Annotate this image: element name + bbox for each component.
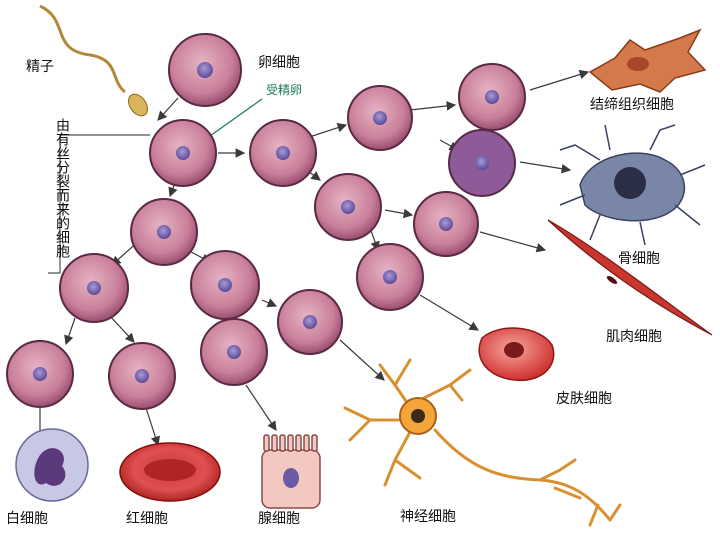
nerve-cell-label: 神经细胞 — [400, 509, 456, 525]
gland-cell-label: 腺细胞 — [258, 511, 300, 527]
mitosis-cell — [130, 198, 198, 266]
skin-cell-label: 皮肤细胞 — [556, 391, 612, 407]
mitosis-cell — [458, 63, 526, 131]
stem-cells — [6, 33, 526, 410]
connective-tissue-label: 结缔组织细胞 — [590, 97, 674, 113]
sperm-label: 精子 — [26, 59, 54, 75]
mitosis-cells-label: 由有丝分裂而来的细胞 — [54, 118, 70, 258]
bone-cell-label: 骨细胞 — [618, 251, 660, 267]
muscle-cell — [547, 219, 713, 336]
mitosis-cell — [59, 253, 129, 323]
mitosis-cell — [277, 289, 343, 355]
mitosis-cell — [200, 318, 268, 386]
mitosis-cell — [356, 243, 424, 311]
connective-tissue-cell — [588, 28, 707, 93]
bone-cell — [559, 124, 706, 246]
sperm-illustration — [39, 4, 149, 117]
egg-cell — [168, 33, 242, 107]
white-blood-cell-label: 白细胞 — [6, 511, 48, 527]
red-blood-cell-label: 红细胞 — [126, 511, 168, 527]
mitosis-cell — [413, 191, 479, 257]
mitosis-cell — [347, 85, 413, 151]
arrows — [35, 69, 590, 447]
muscle-cell-label: 肌肉细胞 — [606, 329, 662, 345]
fertilized-egg-cell — [149, 119, 217, 187]
mitosis-cell — [314, 173, 382, 241]
fertilized-egg-label: 受精卵 — [266, 83, 303, 97]
mitosis-cell — [6, 340, 74, 408]
gland-cell — [261, 434, 321, 509]
egg-label: 卵细胞 — [258, 55, 300, 71]
mitosis-cell — [190, 250, 260, 320]
skin-cell — [478, 327, 555, 382]
mitosis-cell — [448, 129, 516, 197]
red-blood-cell — [119, 442, 221, 502]
fertilized-egg-leader — [209, 98, 263, 137]
mitosis-bracket — [48, 134, 150, 274]
mitosis-cell — [108, 342, 176, 410]
white-blood-cell — [15, 428, 89, 502]
nerve-cell — [343, 358, 622, 527]
mitosis-cell — [249, 119, 317, 187]
